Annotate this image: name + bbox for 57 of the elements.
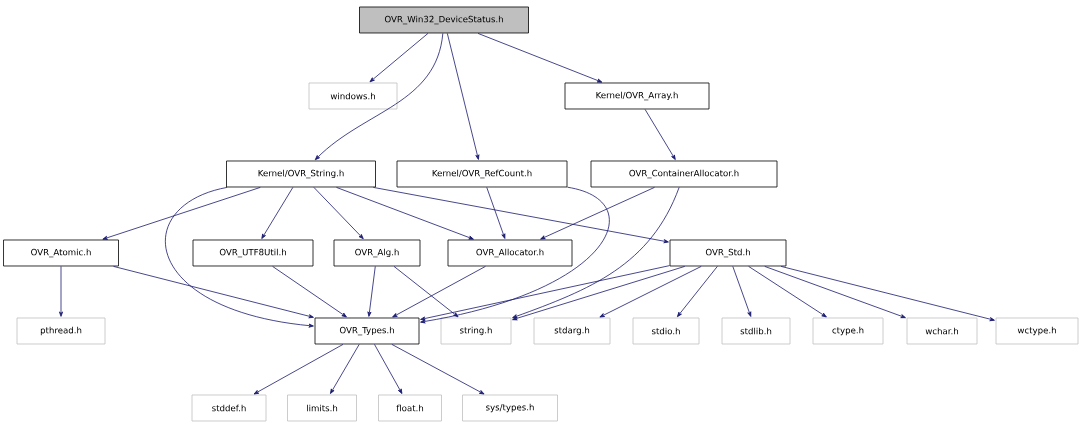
arrow bbox=[732, 266, 752, 317]
arrow bbox=[420, 265, 670, 321]
arrow bbox=[446, 33, 480, 160]
file-box: sys/types.h bbox=[462, 394, 558, 422]
file-box: OVR_Win32_DeviceStatus.h bbox=[359, 6, 529, 34]
arrow bbox=[261, 187, 294, 239]
arrow bbox=[677, 266, 718, 318]
file-box: OVR_ContainerAllocator.h bbox=[590, 160, 778, 188]
arrow bbox=[374, 344, 403, 394]
file-box: stdio.h bbox=[632, 317, 700, 345]
file-box: limits.h bbox=[287, 394, 357, 422]
file-box: OVR_Atomic.h bbox=[3, 239, 119, 267]
arrow bbox=[392, 266, 486, 318]
file-box: wctype.h bbox=[995, 317, 1079, 345]
file-box: Kernel/OVR_Array.h bbox=[564, 82, 710, 110]
arrow bbox=[164, 187, 314, 328]
file-box: windows.h bbox=[308, 82, 398, 110]
arrow bbox=[59, 266, 64, 317]
file-box: OVR_Alg.h bbox=[333, 239, 421, 267]
arrow bbox=[599, 266, 702, 318]
arrow bbox=[253, 344, 344, 395]
arrow bbox=[330, 344, 360, 394]
arrow bbox=[512, 187, 680, 319]
file-box: stdlib.h bbox=[721, 317, 791, 345]
file-box: Kernel/OVR_RefCount.h bbox=[396, 160, 568, 188]
file-box: wchar.h bbox=[906, 317, 978, 345]
file-box: OVR_Std.h bbox=[669, 239, 787, 267]
file-box: stddef.h bbox=[191, 394, 267, 422]
arrow bbox=[113, 266, 314, 319]
arrow bbox=[477, 33, 603, 83]
arrow bbox=[748, 266, 827, 318]
arrow bbox=[372, 187, 669, 244]
arrow bbox=[512, 266, 686, 321]
arrow bbox=[644, 109, 676, 160]
file-box: Kernel/OVR_String.h bbox=[226, 160, 376, 188]
arrow bbox=[486, 187, 506, 239]
arrow bbox=[367, 266, 376, 317]
file-box: OVR_Allocator.h bbox=[447, 239, 573, 267]
file-box: OVR_Types.h bbox=[314, 317, 420, 345]
arrow bbox=[313, 187, 364, 240]
arrow bbox=[369, 33, 429, 83]
arrow bbox=[420, 186, 610, 324]
file-box: pthread.h bbox=[16, 317, 106, 345]
file-box: OVR_UTF8Util.h bbox=[192, 239, 314, 267]
arrow bbox=[764, 266, 906, 319]
arrow bbox=[780, 266, 995, 322]
arrow bbox=[314, 33, 444, 161]
arrow bbox=[272, 266, 347, 318]
arrow bbox=[540, 187, 655, 240]
arrow bbox=[393, 266, 459, 318]
arrow bbox=[336, 187, 474, 240]
file-box: stdarg.h bbox=[533, 317, 611, 345]
file-box: float.h bbox=[378, 394, 442, 422]
arrow bbox=[102, 187, 261, 240]
file-box: string.h bbox=[440, 317, 512, 345]
file-box: ctype.h bbox=[812, 317, 884, 345]
arrow bbox=[391, 344, 485, 395]
